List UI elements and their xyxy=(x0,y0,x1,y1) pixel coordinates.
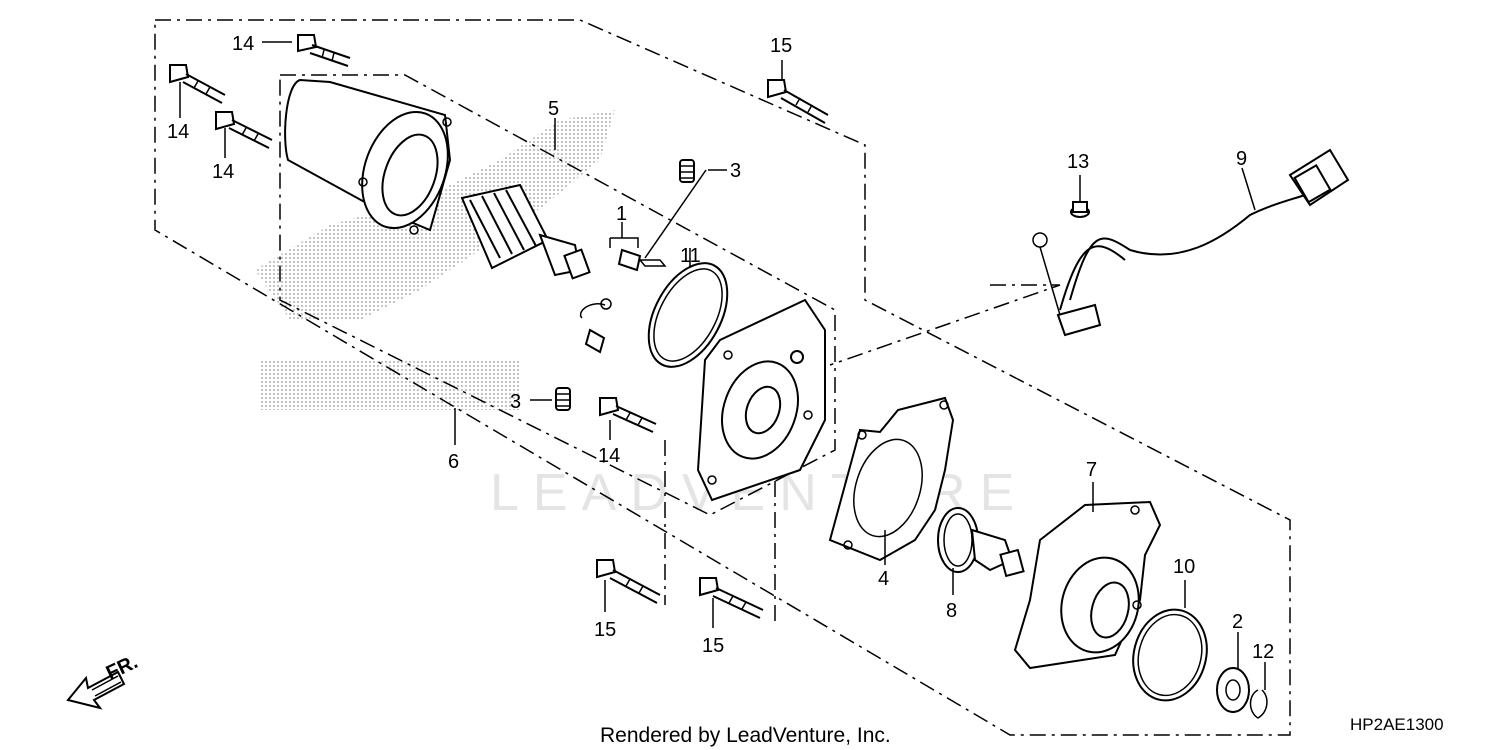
callout-15: 15 xyxy=(594,619,616,641)
callout-15: 15 xyxy=(770,35,792,57)
motor-yoke-housing xyxy=(284,78,452,235)
callout-12: 12 xyxy=(1252,641,1274,663)
bolt-14-lower xyxy=(599,397,657,433)
callout-7: 7 xyxy=(1086,459,1097,481)
callout-13: 13 xyxy=(1067,151,1089,173)
idle-gear-8 xyxy=(937,507,1025,578)
footer-credit: Rendered by LeadVenture, Inc. xyxy=(600,724,891,747)
callout-8: 8 xyxy=(946,600,957,622)
callouts: 14 14 14 14 5 6 3 3 1 11 15 15 15 4 8 7 … xyxy=(167,33,1274,663)
o-ring-10 xyxy=(1132,608,1208,702)
bolt-13 xyxy=(1070,201,1090,218)
callout-3: 3 xyxy=(730,160,741,182)
bolt-15-bottom-right xyxy=(699,577,764,619)
front-direction-arrow: FR. xyxy=(66,651,141,710)
diagram-code: HP2AE1300 xyxy=(1350,715,1444,734)
callout-10: 10 xyxy=(1173,556,1195,578)
snap-ring-12 xyxy=(1249,689,1268,719)
callout-14: 14 xyxy=(232,33,254,55)
callout-3: 3 xyxy=(510,391,521,413)
callout-9: 9 xyxy=(1236,148,1247,170)
bolt-14-middle-left xyxy=(215,111,273,149)
callout-5: 5 xyxy=(548,98,559,120)
rear-cover xyxy=(696,298,826,502)
leader-lines xyxy=(179,41,1266,690)
callout-14: 14 xyxy=(598,445,620,467)
bolt-15-top xyxy=(767,79,829,124)
callout-2: 2 xyxy=(1232,611,1243,633)
gasket-4 xyxy=(828,396,955,562)
callout-14: 14 xyxy=(212,161,234,183)
callout-4: 4 xyxy=(878,568,889,590)
o-ring-11 xyxy=(647,262,729,368)
brush-spring-upper xyxy=(679,159,695,183)
assembly-boundary xyxy=(154,19,1291,736)
carbon-brush-set xyxy=(579,237,667,354)
callout-15: 15 xyxy=(702,635,724,657)
callout-1: 1 xyxy=(616,203,627,225)
callout-14: 14 xyxy=(167,121,189,143)
callout-11: 11 xyxy=(680,245,701,267)
bolt-15-bottom-left xyxy=(596,559,661,604)
callout-6: 6 xyxy=(448,451,459,473)
armature xyxy=(460,183,591,280)
brush-spring-lower xyxy=(555,387,571,411)
reduction-cover-7 xyxy=(1013,500,1162,670)
bolt-14-top xyxy=(297,34,351,67)
bolt-14-upper-left xyxy=(169,64,226,104)
starter-cable-9 xyxy=(1032,148,1350,337)
pinion-gear-2 xyxy=(1216,667,1250,713)
